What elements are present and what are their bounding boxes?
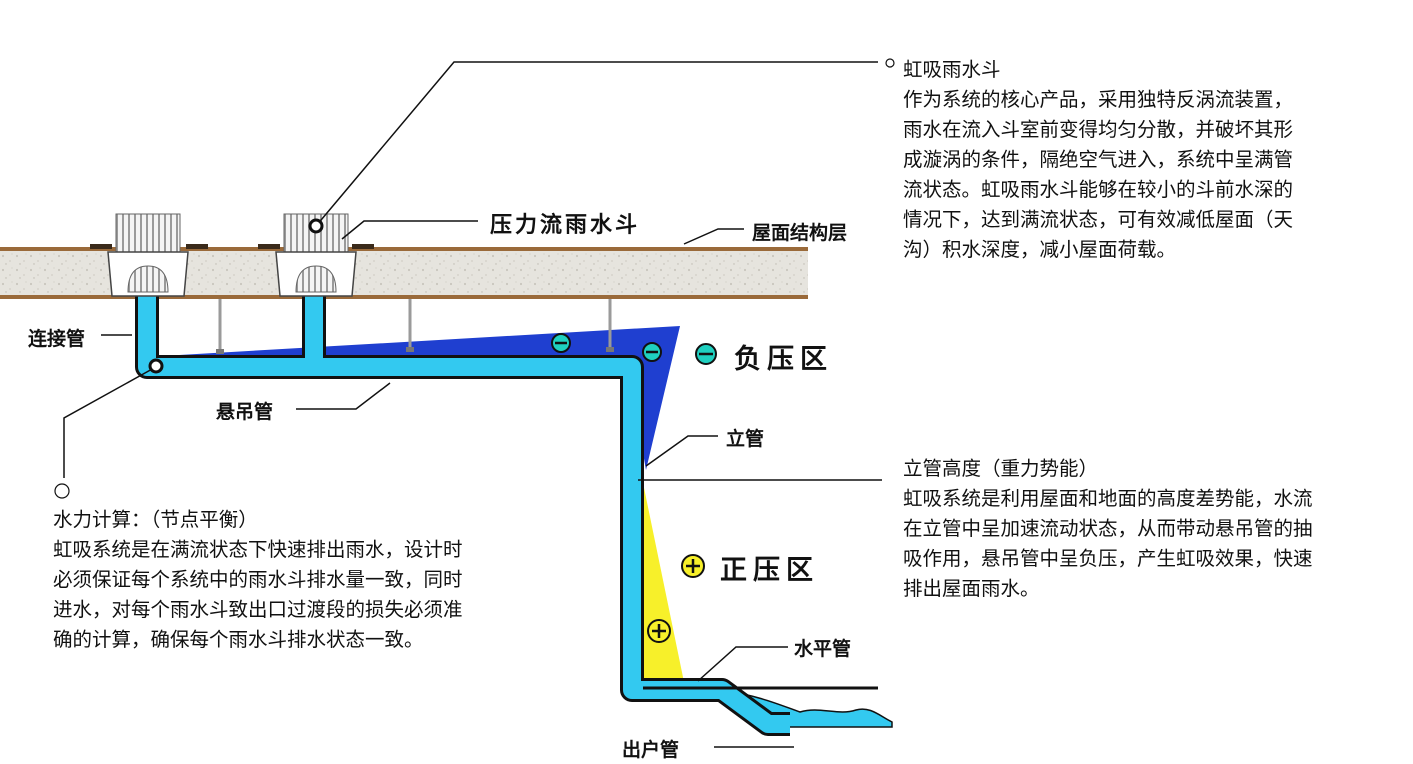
label-roof-structure-layer: 屋面结构层 (752, 222, 848, 244)
callout-line: 虹吸系统是利用屋面和地面的高度差势能，水流 (903, 487, 1313, 510)
callout-title: 立管高度（重力势能） (903, 457, 1099, 480)
label-suspended-pipe: 悬吊管 (216, 401, 274, 423)
minus-sign-icon (642, 342, 662, 362)
callout-line: 情况下，达到满流状态，可有效减低屋面（天 (903, 208, 1294, 231)
callout-line: 进水，对每个雨水斗致出口过渡段的损失必须准 (53, 598, 463, 621)
label-connector-pipe: 连接管 (28, 328, 86, 350)
negative-pressure-zone (162, 326, 680, 470)
callout-line: 确的计算，确保每个雨水斗排水状态一致。 (53, 628, 424, 651)
callout-line: 必须保证每个系统中的雨水斗排水量一致，同时 (53, 568, 463, 591)
callout-title: 虹吸雨水斗 (903, 58, 1001, 81)
node-markers (54, 58, 895, 499)
callout-line: 作为系统的核心产品，采用独特反涡流装置， (903, 88, 1294, 111)
callout-siphon-drain: 虹吸雨水斗 作为系统的核心产品，采用独特反涡流装置， 雨水在流入斗室前变得均匀分… (903, 55, 1293, 265)
callout-line: 流状态。虹吸雨水斗能够在较小的斗前水深的 (903, 178, 1294, 201)
callout-riser-height: 立管高度（重力势能） 虹吸系统是利用屋面和地面的高度差势能，水流 在立管中呈加速… (903, 454, 1313, 604)
callout-line: 沟）积水深度，减小屋面荷载。 (903, 238, 1177, 261)
plus-sign-icon (647, 619, 671, 643)
callout-hydraulic-calculation: 水力计算：（节点平衡） 虹吸系统是在满流状态下快速排出雨水，设计时 必须保证每个… (53, 505, 463, 655)
callout-line: 虹吸系统是在满流状态下快速排出雨水，设计时 (53, 538, 463, 561)
callout-line: 在立管中呈加速流动状态，从而带动悬吊管的抽 (903, 517, 1313, 540)
label-riser-pipe: 立管 (726, 428, 765, 450)
minus-sign-icon (695, 343, 717, 365)
callout-line: 雨水在流入斗室前变得均匀分散，并破坏其形 (903, 118, 1294, 141)
hanger-rods (218, 299, 612, 352)
positive-pressure-zone-title: 正压区 (720, 555, 819, 586)
positive-pressure-zone (642, 478, 684, 682)
callout-line: 吸作用，悬吊管中呈负压，产生虹吸效果，快速 (903, 547, 1313, 570)
label-horizontal-pipe: 水平管 (794, 638, 852, 660)
plus-sign-icon (681, 554, 705, 578)
callout-line: 成漩涡的条件，隔绝空气进入，系统中呈满管 (903, 148, 1294, 171)
siphon-roof-drain-1 (107, 213, 189, 297)
negative-pressure-zone-title: 负压区 (734, 344, 833, 375)
label-outlet-pipe: 出户管 (622, 739, 680, 761)
leader-lines (63, 61, 882, 748)
minus-sign-icon (551, 333, 571, 353)
callout-line: 排出屋面雨水。 (903, 577, 1040, 600)
label-pressure-flow-drain: 压力流雨水斗 (490, 212, 641, 238)
siphon-pipe-network (135, 292, 790, 736)
callout-title: 水力计算：（节点平衡） (53, 508, 258, 531)
